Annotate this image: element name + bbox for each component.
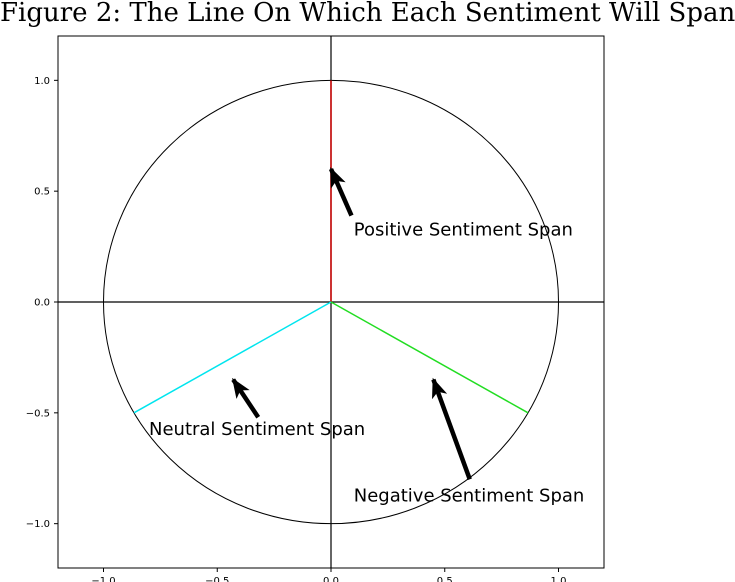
annotation-arrow-0 [328, 167, 354, 217]
series-line-1 [133, 301, 332, 414]
chart: −1.0 −0.5 0.0 0.5 1.0 1.0 0.5 0.0 −0.5 −1.0 Posit… [26, 35, 605, 582]
x-tick-label: 0.5 [437, 576, 453, 582]
annotation-arrow-1 [231, 377, 261, 419]
figure-title: Figure 2: The Line On Which Each Sentime… [0, 0, 735, 28]
series-line-2 [330, 301, 529, 414]
x-tick-label: 0.0 [323, 576, 339, 582]
y-tick-label: 0.5 [34, 187, 50, 198]
y-tick-label: 1.0 [34, 76, 50, 87]
y-tick-label: −1.0 [26, 519, 50, 530]
tick-layer: −1.0 −0.5 0.0 0.5 1.0 1.0 0.5 0.0 −0.5 −1.0 [26, 76, 567, 582]
annotation-label-0: Positive Sentiment Span [354, 220, 573, 241]
x-tick-label: −0.5 [205, 576, 229, 582]
x-tick-label: −1.0 [91, 576, 115, 582]
y-tick-label: −0.5 [26, 408, 50, 419]
annotation-label-2: Negative Sentiment Span [354, 486, 585, 507]
annotation-label-1: Neutral Sentiment Span [149, 419, 365, 440]
annotation-arrow-2 [431, 377, 472, 481]
y-tick-label: 0.0 [34, 298, 50, 309]
series-layer [133, 80, 529, 414]
x-tick-label: 1.0 [551, 576, 567, 582]
